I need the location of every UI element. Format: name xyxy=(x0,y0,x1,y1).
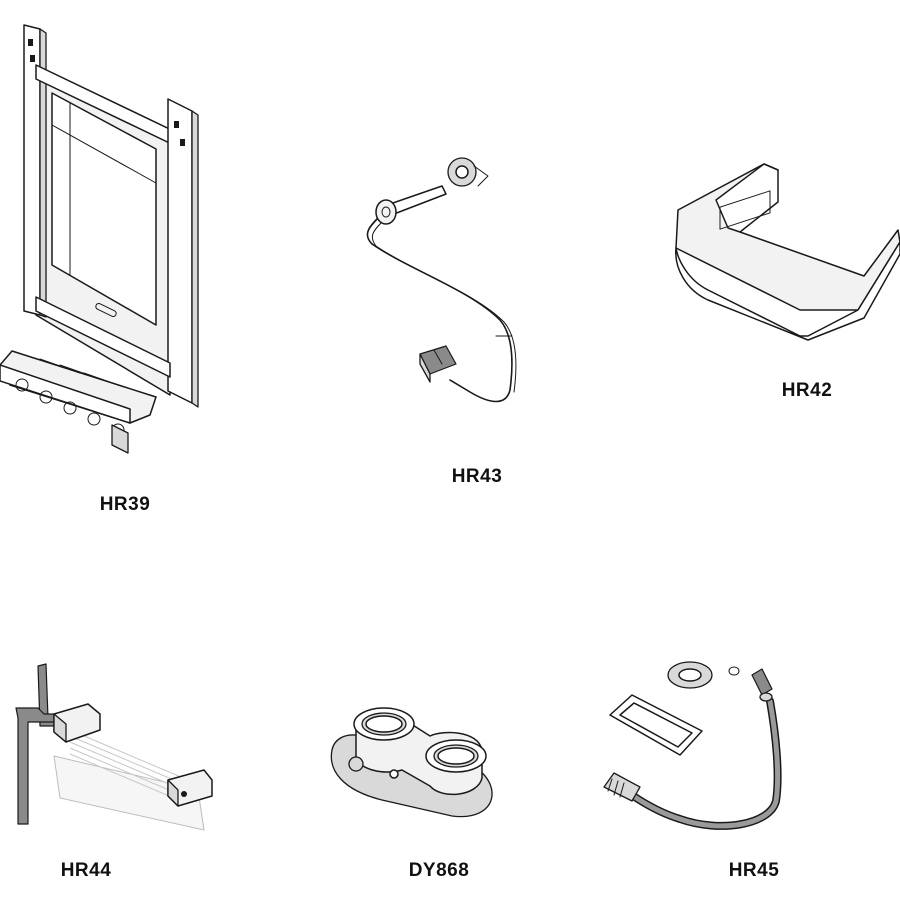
flue-adaptor-illustration xyxy=(322,700,502,830)
hose-kit-illustration xyxy=(600,655,810,845)
part-code-dy868: DY868 xyxy=(408,860,470,881)
mounting-bracket-illustration xyxy=(0,15,210,465)
pipe-kit-illustration xyxy=(8,660,218,840)
sensor-cable-illustration xyxy=(350,150,530,410)
part-code-hr43: HR43 xyxy=(451,466,503,487)
part-code-hr42: HR42 xyxy=(781,380,833,401)
part-code-hr39: HR39 xyxy=(99,494,151,515)
part-code-hr44: HR44 xyxy=(60,860,112,881)
trim-cover-illustration xyxy=(668,150,900,341)
part-code-hr45: HR45 xyxy=(728,860,780,881)
